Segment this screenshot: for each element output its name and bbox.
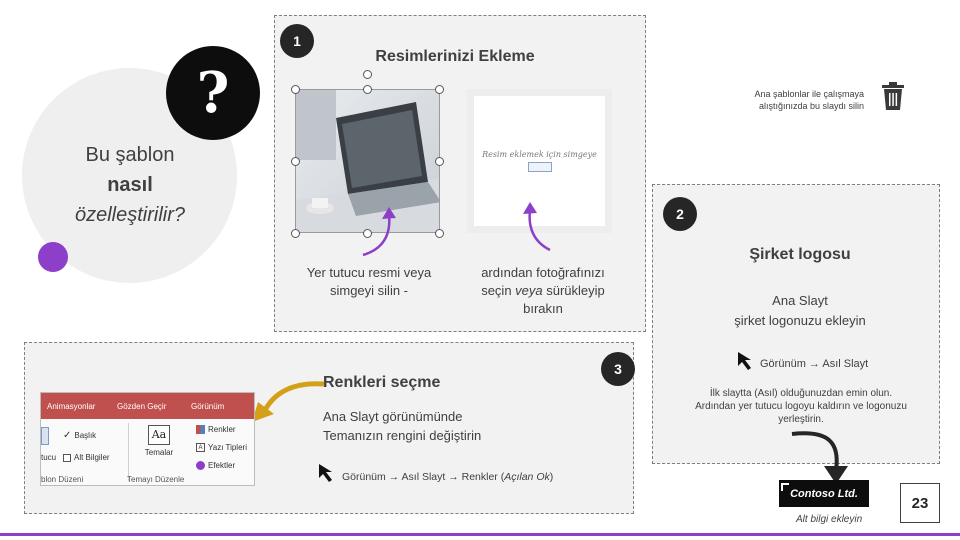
question-circle: ?	[166, 46, 260, 140]
alt-bilgiler-option[interactable]: Alt Bilgiler	[63, 453, 110, 462]
laptop-photo	[296, 90, 439, 232]
section3-title: Renkleri seçme	[323, 374, 441, 391]
title-line-3: özelleştirilir?	[74, 204, 186, 226]
section2-path: Görünüm → Asıl Slayt	[760, 358, 869, 370]
picture-insert-icon[interactable]	[527, 162, 552, 172]
section2-line1: Ana Slayt	[772, 293, 828, 308]
renkler-item[interactable]: Renkler	[196, 425, 236, 434]
rotate-handle[interactable]	[363, 70, 372, 79]
pointer-icon	[738, 352, 751, 370]
tab-gozden-gecir[interactable]: Gözden Geçir	[117, 401, 167, 411]
section2-line2: şirket logonuzu ekleyin	[734, 313, 866, 328]
caption-right-pre: ardından fotoğrafınızı seçin	[481, 265, 605, 298]
gold-arrow	[252, 381, 325, 422]
section3-path: Görünüm → Asıl Slayt → Renkler (Açılan O…	[342, 471, 622, 483]
title-line-2: nasıl	[107, 174, 153, 196]
handle-br[interactable]	[435, 229, 444, 238]
logo-box[interactable]: Contoso Ltd.	[779, 480, 869, 507]
section2-title: Şirket logosu	[749, 246, 851, 263]
section2-box	[652, 184, 940, 464]
logo-text: Contoso Ltd.	[790, 487, 858, 500]
purple-arrow	[362, 207, 396, 257]
ribbon-screenshot: Animasyonlar Gözden Geçir Görünüm tucu b…	[40, 392, 255, 486]
handle-bc[interactable]	[363, 229, 372, 238]
section2-desc: İlk slaytta (Asıl) olduğunuzdan emin olu…	[695, 388, 907, 425]
section2-badge: 2	[663, 197, 697, 231]
section1-badge: 1	[280, 24, 314, 58]
left-group-label: blon Düzeni	[41, 475, 84, 484]
handle-ml[interactable]	[291, 157, 300, 166]
yazi-tipleri-item[interactable]: A Yazı Tipleri	[196, 443, 247, 452]
section3-badge: 3	[601, 352, 635, 386]
tab-gorunum[interactable]: Görünüm	[191, 401, 225, 411]
pointer-icon-2	[319, 464, 332, 482]
trash-icon[interactable]	[881, 82, 905, 110]
temalar-button[interactable]: Aa Temalar	[141, 423, 177, 467]
handle-tl[interactable]	[291, 85, 300, 94]
renkler-label: Renkler	[208, 425, 236, 434]
efektler-item[interactable]: Efektler	[196, 461, 235, 470]
caption-right: ardından fotoğrafınızı seçin veya sürükl…	[468, 264, 618, 318]
efektler-label: Efektler	[208, 461, 236, 470]
baslik-option[interactable]: ✓ Başlık	[63, 430, 96, 441]
delete-hint: Ana şablonlar ile çalışmaya alıştığınızd…	[754, 89, 864, 111]
temalar-label: Temalar	[144, 448, 174, 457]
page-number-box: 23	[900, 483, 940, 523]
right-group-label: Temayı Düzenle	[127, 475, 185, 484]
left-title: Bu şablon nasıl özelleştirilir?	[30, 140, 230, 230]
alt-bilgiler-label: Alt Bilgiler	[74, 453, 110, 462]
checkmark-icon: ✓	[63, 430, 72, 441]
section3-line2: Temanızın rengini değiştirin	[323, 428, 482, 443]
section3-path-post: )	[549, 471, 554, 483]
colors-icon	[196, 425, 205, 434]
baslik-label: Başlık	[74, 431, 97, 440]
caption-right-post: sürükleyip bırakın	[523, 283, 605, 316]
handle-tc[interactable]	[363, 85, 372, 94]
effects-icon	[196, 461, 205, 470]
question-mark: ?	[196, 60, 230, 126]
themes-icon: Aa	[148, 425, 170, 445]
tucu-label: tucu	[41, 453, 57, 462]
section1-title: Resimlerinizi Ekleme	[375, 48, 535, 65]
footer-hint: Alt bilgi ekleyin	[796, 514, 863, 525]
left-edge-icons	[41, 427, 49, 445]
logo-arrow	[791, 431, 848, 484]
checkbox-icon	[63, 453, 71, 462]
section3-path-pre: Görünüm → Asıl Slayt → Renkler (	[342, 471, 505, 483]
handle-mr[interactable]	[435, 157, 444, 166]
tab-animasyonlar[interactable]: Animasyonlar	[47, 401, 96, 411]
logo-corner-mark	[781, 483, 789, 491]
section3-line1: Ana Slayt görünümünde	[323, 409, 463, 424]
yazi-tipleri-label: Yazı Tipleri	[208, 443, 247, 452]
page-number: 23	[911, 494, 929, 512]
caption-right-em: veya	[515, 283, 543, 298]
placeholder-text: Resim eklemek için simgeye	[482, 150, 597, 159]
title-line-1: Bu şablon	[85, 144, 175, 166]
fonts-icon: A	[196, 443, 205, 452]
purple-dot	[38, 242, 68, 272]
empty-image-placeholder[interactable]: Resim eklemek için simgeye	[467, 89, 612, 233]
ribbon-tab-bar: Animasyonlar Gözden Geçir Görünüm	[41, 393, 254, 419]
section3-path-em: Açılan Ok	[504, 471, 550, 483]
handle-tr[interactable]	[435, 85, 444, 94]
purple-arrow-2	[523, 202, 551, 252]
caption-left: Yer tutucu resmi veya simgeyi silin -	[306, 265, 432, 298]
handle-bl[interactable]	[291, 229, 300, 238]
bottom-accent-line	[0, 533, 960, 536]
divider-1	[128, 423, 129, 481]
